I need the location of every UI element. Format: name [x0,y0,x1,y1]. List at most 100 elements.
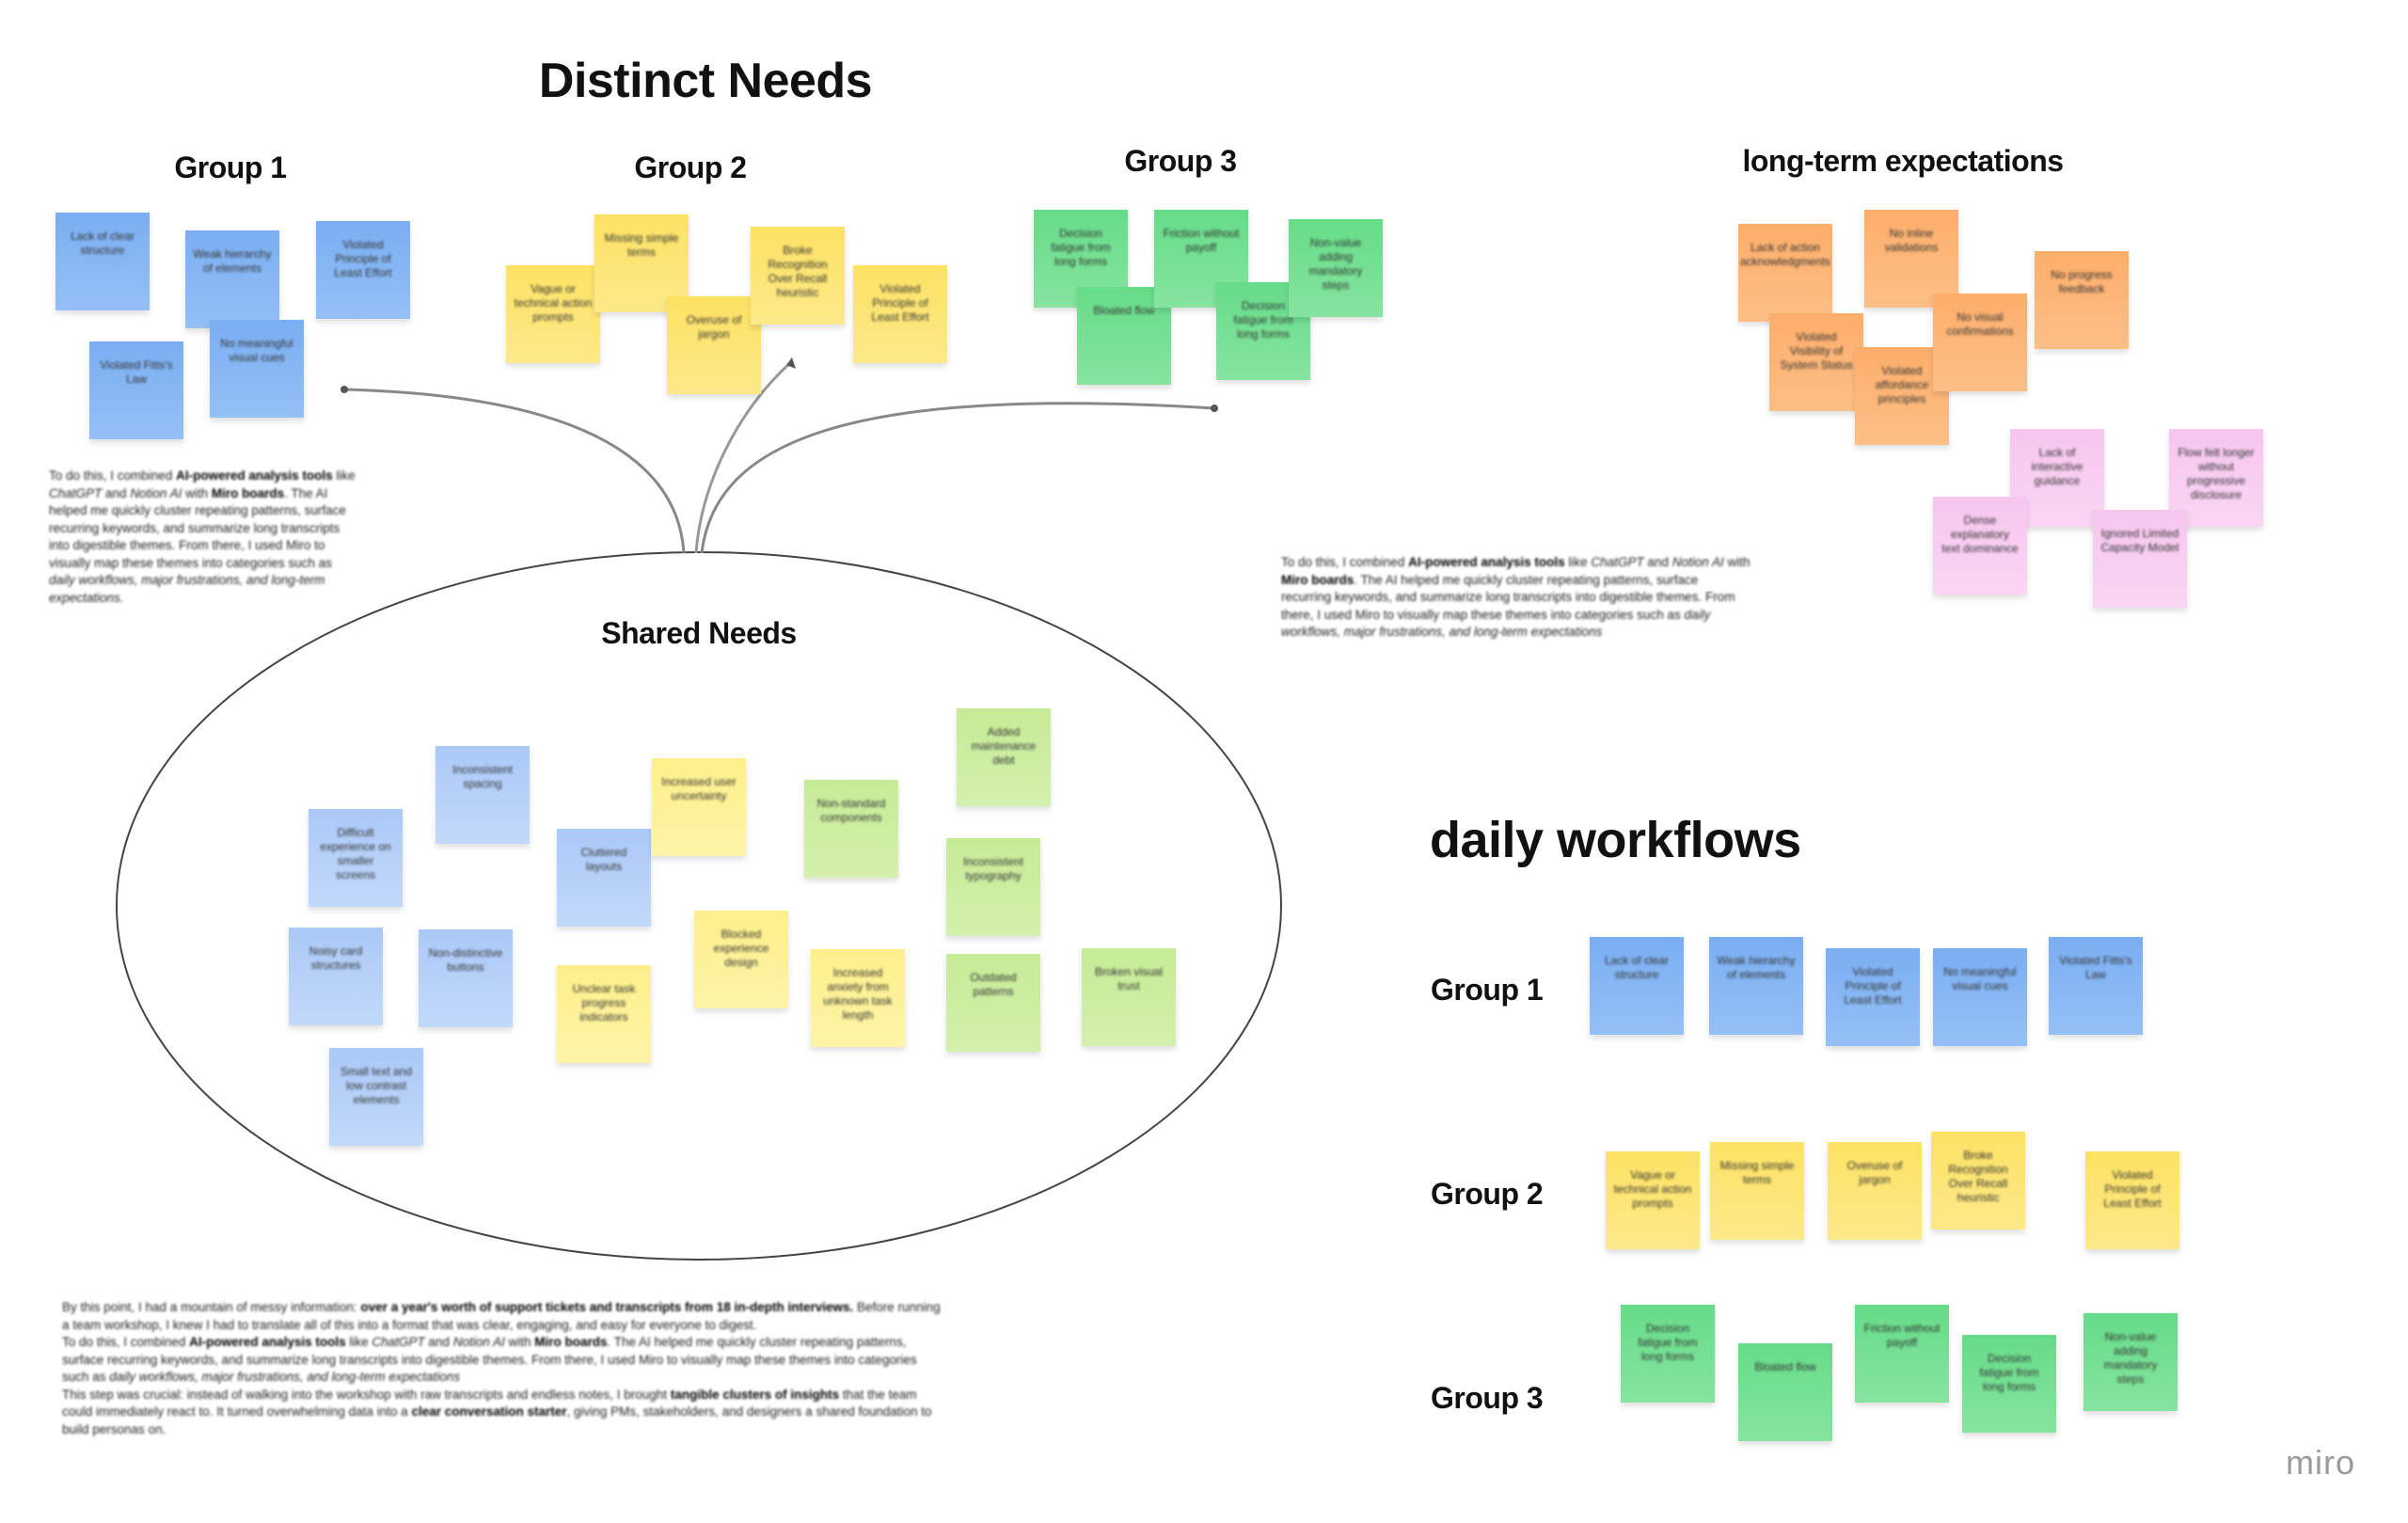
long-term-sticky-orange[interactable]: No visual confirmations [1933,293,2027,391]
sticky-note-text: Missing simple terms [1719,1159,1795,1186]
sticky-note-text: Violated Visibility of System Status [1780,330,1853,372]
sticky-note-text: Violated Principle of Least Effort [2103,1168,2162,1210]
shared-sticky-yellow[interactable]: Increased user uncertainty [652,758,746,856]
sticky-note-text: Bloated flow [1754,1360,1816,1373]
sticky-note-text: Lack of action acknowledgments [1739,241,1831,268]
sticky-note-text: Lack of clear structure [1604,954,1670,981]
text: and [102,485,131,500]
sticky-note-text: No visual confirmations [1946,310,2014,338]
shared-sticky-yellow[interactable]: Increased anxiety from unknown task leng… [811,949,905,1047]
distinct-group-3-sticky[interactable]: Non-value adding mandatory steps [1289,219,1383,317]
distinct-group-1-sticky[interactable]: No meaningful visual cues [210,320,304,418]
daily-group-1-sticky[interactable]: Weak hierarchy of elements [1709,937,1803,1035]
long-term-sticky-pink[interactable]: Lack of interactive guidance [2010,429,2104,527]
long-term-sticky-orange[interactable]: No progress feedback [2035,251,2129,349]
shared-sticky-green[interactable]: Outdated patterns [946,954,1040,1052]
italic-text: daily workflows, major frustrations, and… [49,573,325,605]
sticky-note-text: Weak hierarchy of elements [1717,954,1796,981]
daily-group-3-sticky[interactable]: Friction without payoff [1855,1305,1949,1403]
sticky-note-text: Missing simple terms [604,231,679,259]
text-block-right[interactable]: To do this, I combined AI-powered analys… [1281,554,1751,642]
distinct-group-2-sticky[interactable]: Violated Principle of Least Effort [853,265,947,363]
daily-group-1-sticky[interactable]: No meaningful visual cues [1933,948,2027,1046]
daily-group-1-sticky[interactable]: Violated Fitts's Law [2049,937,2143,1035]
italic-text: Notion AI [452,1335,505,1349]
italic-text: daily workflows, major frustrations, and… [109,1370,461,1384]
sticky-note-text: No inline validations [1884,227,1939,254]
distinct-group-2-sticky[interactable]: Missing simple terms [594,214,689,312]
sticky-note-text: Violated Principle of Least Effort [871,282,929,324]
shared-sticky-blue[interactable]: Difficult experience on smaller screens [309,809,403,907]
shared-sticky-blue[interactable]: Non-distinctive buttons [419,929,513,1027]
shared-sticky-blue[interactable]: Inconsistent spacing [436,746,530,844]
sticky-note-text: Violated Fitts's Law [2059,954,2132,981]
italic-text: Notion AI [130,485,182,500]
sticky-note-text: Decision fatigue from long forms [1051,227,1111,268]
daily-group-1-sticky[interactable]: Lack of clear structure [1590,937,1684,1035]
sticky-note-text: Vague or technical action prompts [1613,1168,1692,1210]
text-block-bottom[interactable]: By this point, I had a mountain of messy… [62,1299,946,1438]
text-block-left[interactable]: To do this, I combined AI-powered analys… [49,468,359,607]
daily-group-2-sticky[interactable]: Broke Recognition Over Recall heuristic [1931,1132,2025,1230]
italic-text: Notion AI [1671,555,1724,569]
daily-group-3-sticky[interactable]: Non-value adding mandatory steps [2083,1313,2178,1411]
italic-text: ChatGPT [1591,555,1644,569]
daily-group-1-label: Group 1 [1431,973,1544,1007]
distinct-group-2-sticky[interactable]: Broke Recognition Over Recall heuristic [751,227,845,325]
sticky-note-text: Lack of clear structure [70,230,135,257]
daily-group-3-sticky[interactable]: Decision fatigue from long forms [1621,1305,1715,1403]
sticky-note-text: Violated Principle of Least Effort [334,238,392,279]
daily-workflows-title: daily workflows [1430,812,1801,868]
distinct-group-1-sticky[interactable]: Lack of clear structure [55,213,150,310]
sticky-note-text: Overuse of jargon [1846,1159,1903,1186]
sticky-note-text: Blocked experience design [713,928,769,969]
sticky-note-text: Unclear task progress indicators [572,982,636,1023]
bold-text: AI-powered analysis tools [1408,555,1565,569]
shared-sticky-blue[interactable]: Small text and low contrast elements [329,1048,423,1146]
bold-text: Miro boards [211,485,285,500]
text: like [345,1335,372,1349]
distinct-group-1-sticky[interactable]: Weak hierarchy of elements [185,230,279,328]
daily-group-2-sticky[interactable]: Missing simple terms [1710,1142,1804,1240]
daily-group-3-sticky[interactable]: Decision fatigue from long forms [1962,1335,2056,1433]
long-term-sticky-orange[interactable]: Violated Visibility of System Status [1769,313,1863,411]
daily-group-3-sticky[interactable]: Bloated flow [1738,1343,1832,1441]
text: like [1564,555,1592,569]
text: and [424,1335,453,1349]
shared-sticky-blue[interactable]: Noisy card structures [289,928,383,1025]
daily-group-2-sticky[interactable]: Vague or technical action prompts [1606,1151,1700,1249]
shared-sticky-green[interactable]: Inconsistent typography [946,838,1040,936]
long-term-sticky-orange[interactable]: No inline validations [1864,210,1958,308]
daily-group-1-sticky[interactable]: Violated Principle of Least Effort [1826,948,1920,1046]
sticky-note-text: Broken visual trust [1094,965,1164,992]
shared-sticky-blue[interactable]: Cluttered layouts [557,829,651,927]
long-term-sticky-pink[interactable]: Ignored Limited Capacity Model [2093,510,2187,608]
italic-text: daily workflows, major frustrations, and… [1281,607,1711,640]
bold-text: clear conversation starter [411,1404,567,1419]
daily-group-2-sticky[interactable]: Overuse of jargon [1828,1142,1922,1240]
distinct-group-2-sticky[interactable]: Vague or technical action prompts [506,265,600,363]
shared-sticky-yellow[interactable]: Blocked experience design [694,911,788,1008]
board-title: Distinct Needs [538,54,873,108]
shared-sticky-yellow[interactable]: Unclear task progress indicators [557,965,651,1063]
sticky-note-text: Noisy card structures [309,944,363,972]
distinct-group-1-sticky[interactable]: Violated Fitts's Law [89,341,183,439]
shared-needs-ellipse[interactable] [116,551,1282,1261]
shared-sticky-green[interactable]: Broken visual trust [1082,948,1176,1046]
distinct-group-2-sticky[interactable]: Overuse of jargon [667,296,761,394]
daily-group-3-label: Group 3 [1431,1381,1544,1415]
sticky-note-text: Broke Recognition Over Recall heuristic [768,244,828,299]
sticky-note-text: Weak hierarchy of elements [193,247,272,275]
long-term-sticky-pink[interactable]: Dense explanatory text dominance [1933,497,2027,595]
italic-text: ChatGPT [49,485,103,500]
daily-group-2-sticky[interactable]: Violated Principle of Least Effort [2085,1151,2179,1249]
long-term-sticky-orange[interactable]: Lack of action acknowledgments [1738,224,1832,322]
distinct-group-1-sticky[interactable]: Violated Principle of Least Effort [316,221,410,319]
sticky-note-text: Friction without payoff [1863,1322,1941,1349]
arrow-to-group-1[interactable] [343,388,686,554]
long-term-sticky-orange[interactable]: Violated affordance principles [1855,347,1949,445]
arrow-to-group-2[interactable] [694,359,794,554]
arrow-to-group-3[interactable] [700,402,1215,554]
shared-sticky-green[interactable]: Added maintenance debt [957,708,1051,806]
shared-sticky-green[interactable]: Non-standard components [804,780,898,878]
